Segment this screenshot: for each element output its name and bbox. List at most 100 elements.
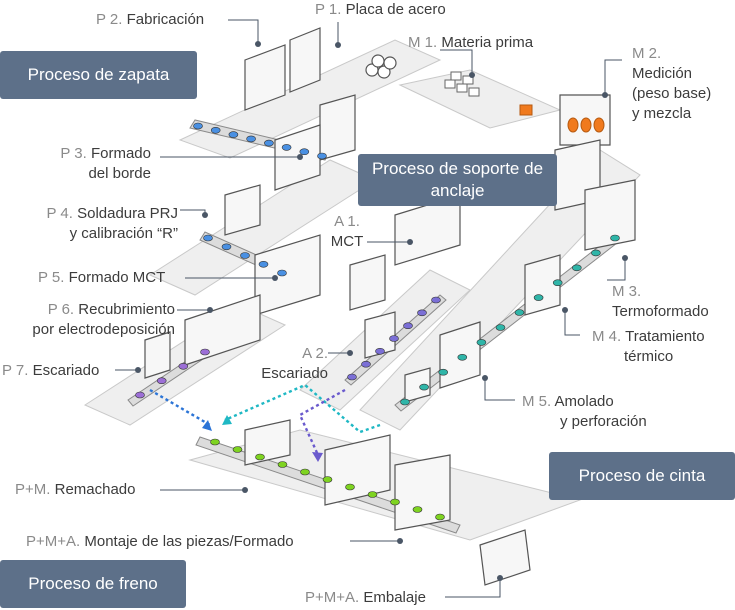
cinta-part: [457, 353, 468, 361]
material-block: [456, 83, 468, 93]
label-text: Fabricación: [126, 11, 205, 28]
leader-dot: [469, 72, 475, 78]
cinta-part: [419, 383, 429, 391]
machine-montaje: [324, 434, 391, 506]
flow-arrowheads: [202, 415, 323, 462]
material-block: [444, 79, 456, 89]
cinta-part: [533, 294, 544, 301]
label-text: Formado: [90, 145, 151, 162]
zapata-part: [281, 144, 292, 151]
label-code: P+M+A.: [26, 533, 81, 550]
zapata-part: [210, 127, 221, 134]
label-a2: A 2. Escariado: [236, 344, 328, 384]
label-p4: P 4. Soldadura PRJ y calibración “R”: [20, 204, 179, 244]
cinta-platform: [359, 149, 641, 431]
cinta-part: [400, 398, 410, 406]
label-line: A 2.: [236, 344, 328, 364]
freno-part: [232, 446, 243, 453]
label-line: P 3. Formado: [40, 144, 151, 164]
label-line: y perforación: [560, 413, 647, 430]
zapata-part: [258, 260, 269, 268]
machine-mct: [254, 234, 321, 316]
escariado-part: [200, 348, 210, 356]
leader-dot: [255, 41, 261, 47]
zapata-part: [228, 131, 239, 138]
zapata-part: [240, 252, 250, 259]
label-code: M 4.: [592, 328, 622, 345]
cinta-part: [438, 368, 449, 376]
heat-lamp: [593, 117, 605, 133]
leader-dot: [622, 255, 628, 261]
arrowhead-anclaje: [312, 452, 323, 462]
label-m3: M 3. Termoformado: [612, 282, 709, 322]
cinta-part: [591, 249, 601, 257]
leader-dot: [482, 375, 488, 381]
packaging-boxes: [479, 529, 531, 586]
freno-part: [300, 468, 310, 476]
label-code: A 2.: [302, 345, 328, 362]
label-code: P 3.: [60, 145, 87, 162]
label-line: Termoformado: [612, 303, 709, 320]
label-line: M 3.: [612, 282, 709, 302]
label-line: térmico: [624, 348, 674, 365]
label-line: M 2.: [632, 44, 711, 64]
label-line: M 4. Tratamiento: [592, 327, 705, 347]
freno-part: [367, 491, 378, 498]
label-text: Recubrimiento: [78, 301, 175, 318]
zapata-part: [193, 122, 203, 130]
leader-dots: [135, 41, 628, 581]
cinta-part: [552, 279, 563, 287]
escariado-part: [135, 391, 145, 399]
machine-remachado: [244, 419, 291, 466]
label-text: Amolado: [554, 393, 614, 410]
leader-dot: [602, 92, 608, 98]
label-code: P 1.: [315, 1, 342, 18]
label-code: P+M+A.: [305, 589, 360, 606]
steel-coil: [377, 65, 391, 79]
machine-montaje-2: [394, 454, 451, 531]
section-zapata: Proceso de zapata: [0, 51, 197, 99]
material-block: [468, 87, 480, 97]
label-a1: A 1. MCT: [322, 212, 372, 252]
machine-a2: [364, 311, 396, 359]
machine-m3: [584, 179, 636, 251]
freno-part: [345, 483, 355, 491]
material-block: [462, 75, 474, 85]
anclaje-part: [347, 373, 357, 381]
arrowhead-zapata: [202, 420, 212, 431]
label-code: M 3.: [612, 283, 642, 300]
machine-fabricacion: [244, 44, 286, 111]
steel-coils: [365, 54, 397, 79]
leader-m4: [564, 310, 580, 336]
label-pma1: P+M+A. Montaje de las piezas/Formado: [26, 532, 294, 552]
freno-part: [390, 498, 400, 506]
materia-pile: [444, 71, 480, 97]
zapata-part: [299, 148, 310, 155]
machines: [144, 27, 636, 586]
machine-m4: [524, 254, 561, 316]
flow-arrows: [149, 383, 381, 456]
cinta-part: [514, 309, 525, 316]
leader-dot: [497, 575, 503, 581]
label-line: P 6. Recubrimiento: [0, 300, 175, 320]
heat-lamp: [567, 117, 579, 133]
freno-part: [322, 476, 333, 483]
label-line: P 4. Soldadura PRJ: [20, 204, 179, 224]
label-p2: P 2. Fabricación: [96, 10, 204, 30]
label-text: Escariado: [32, 362, 100, 379]
zapata-part: [264, 139, 274, 147]
leader-dot: [297, 154, 303, 160]
label-line: M 5. Amolado: [522, 392, 647, 412]
zapata-part: [317, 152, 327, 160]
machine-soldadura: [224, 184, 261, 236]
label-text: Montaje de las piezas/Formado: [84, 533, 294, 550]
freno-part: [277, 461, 288, 468]
label-text: Soldadura PRJ: [77, 205, 178, 222]
label-p6: P 6. Recubrimiento por electrodeposición: [0, 300, 175, 340]
leader-m5: [484, 378, 515, 401]
leader-dot: [562, 307, 568, 313]
anclaje-part: [417, 309, 427, 317]
label-text: Tratamiento: [625, 328, 705, 345]
label-line: (peso base): [632, 85, 712, 102]
